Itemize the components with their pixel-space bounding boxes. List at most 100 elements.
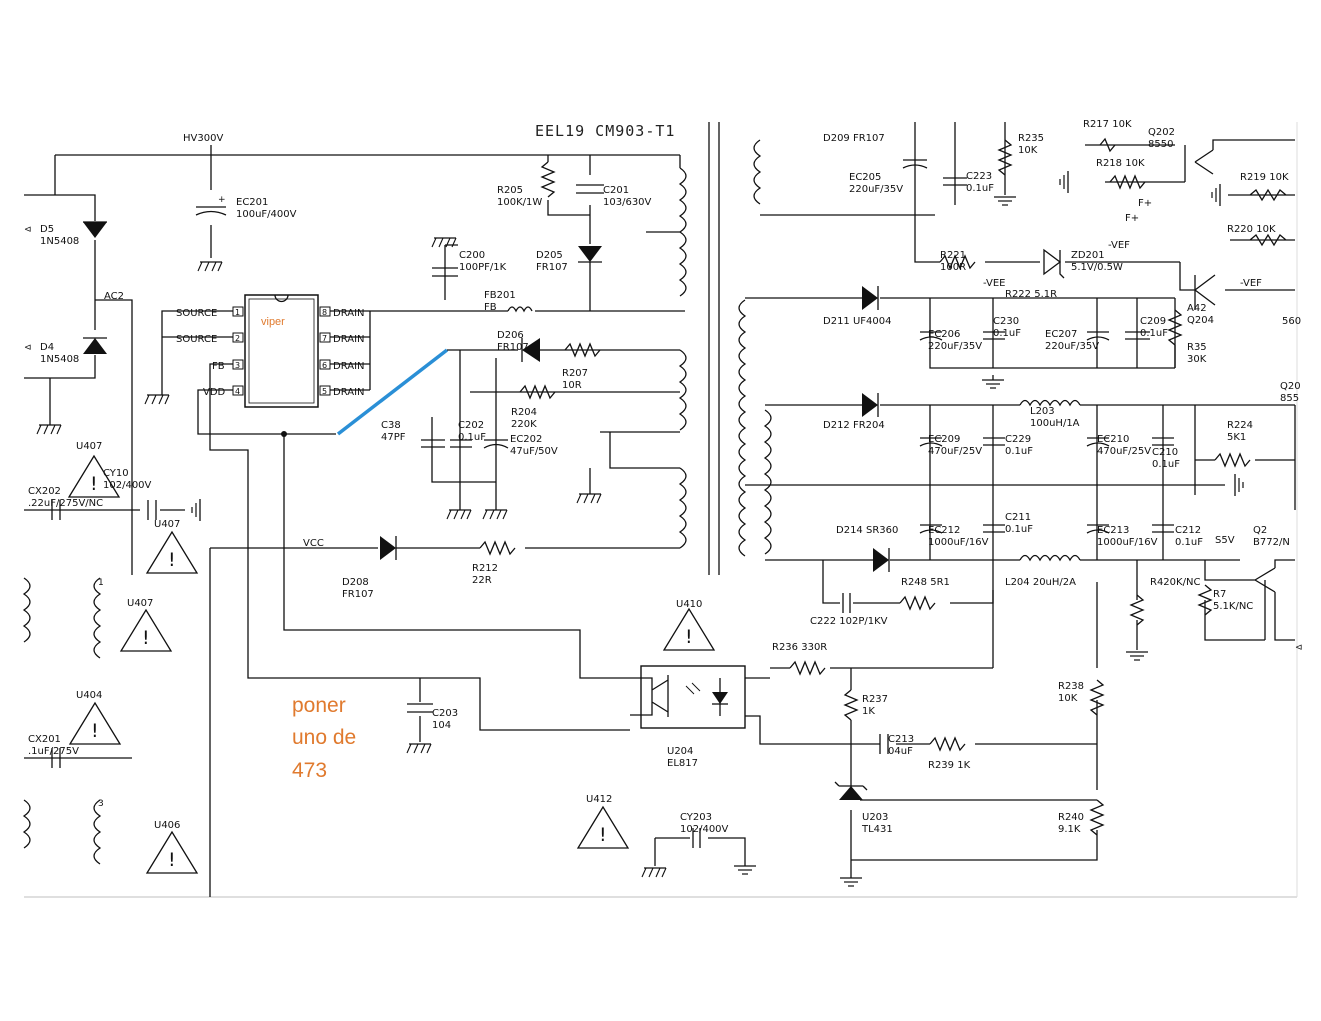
component-label-c203: C203 bbox=[432, 708, 458, 719]
component-label-ec205: 220uF/35V bbox=[849, 184, 903, 195]
component-label-r204: R204 bbox=[511, 407, 537, 418]
component-label-d206: FR107 bbox=[497, 342, 529, 353]
svg-text:VDD: VDD bbox=[203, 387, 226, 398]
warning-triangle-icon: ! bbox=[146, 531, 198, 574]
component-label-c202: 0.1uF bbox=[458, 432, 486, 443]
component-label-d208: D208 bbox=[342, 577, 369, 588]
svg-text:3: 3 bbox=[235, 361, 240, 370]
net-label-vef: -VEF bbox=[1240, 278, 1262, 289]
component-label-fb201: FB bbox=[484, 302, 497, 313]
component-label-cx201: .1uF/275V bbox=[28, 746, 79, 757]
component-label-zd201: 5.1V/0.5W bbox=[1071, 262, 1123, 273]
component-label-u410: U410 bbox=[676, 599, 702, 610]
svg-text:!: ! bbox=[599, 824, 607, 846]
svg-text:3: 3 bbox=[98, 799, 104, 809]
svg-text:DRAIN: DRAIN bbox=[333, 308, 365, 319]
component-label-r7: R7 bbox=[1213, 589, 1226, 600]
component-label-l203: 100uH/1A bbox=[1030, 418, 1080, 429]
component-label-cy10: CY10 bbox=[103, 468, 129, 479]
component-label-r219: R219 10K bbox=[1240, 172, 1289, 183]
component-label-ec207: EC207 bbox=[1045, 329, 1077, 340]
svg-text:2: 2 bbox=[235, 334, 240, 343]
svg-text:DRAIN: DRAIN bbox=[333, 334, 365, 345]
component-label-u203: TL431 bbox=[861, 824, 893, 835]
component-label-u406: U406 bbox=[154, 820, 180, 831]
component-label-c38: C38 bbox=[381, 420, 401, 431]
svg-text:⊲: ⊲ bbox=[24, 225, 32, 235]
net-label-s5v: S5V bbox=[1215, 535, 1235, 546]
svg-text:SOURCE: SOURCE bbox=[176, 334, 217, 345]
svg-text:!: ! bbox=[91, 720, 99, 742]
component-label-c229: C229 bbox=[1005, 434, 1031, 445]
svg-text:DRAIN: DRAIN bbox=[333, 387, 365, 398]
component-label-r7: 5.1K/NC bbox=[1213, 601, 1253, 612]
component-label-c201: 103/630V bbox=[603, 197, 652, 208]
svg-text:5: 5 bbox=[322, 387, 327, 396]
net-label-fplus: F+ bbox=[1125, 213, 1139, 224]
net-label-vcc: VCC bbox=[303, 538, 324, 549]
component-label-u412: U412 bbox=[586, 794, 612, 805]
component-label-cx202: CX202 bbox=[28, 486, 61, 497]
svg-text:8: 8 bbox=[322, 308, 327, 317]
component-label-q20: Q20 bbox=[1280, 381, 1301, 392]
component-label-ec201: EC201 bbox=[236, 197, 268, 208]
component-labels: EC201100uF/400VD51N5408D41N5408R205100K/… bbox=[28, 119, 1301, 835]
svg-text:⊲: ⊲ bbox=[24, 343, 32, 353]
component-label-r239: R239 1K bbox=[928, 760, 971, 771]
svg-text:6: 6 bbox=[322, 361, 327, 370]
component-label-c209: C209 bbox=[1140, 316, 1166, 327]
repair-annotation: poner uno de 473 bbox=[292, 694, 356, 782]
added-wire bbox=[336, 348, 449, 436]
component-label-c223: 0.1uF bbox=[966, 183, 994, 194]
component-label-u203: U203 bbox=[862, 812, 888, 823]
component-label-c210: 0.1uF bbox=[1152, 459, 1180, 470]
component-label-r205: 100K/1W bbox=[497, 197, 542, 208]
ic-label: viper bbox=[261, 316, 285, 328]
component-label-c223: C223 bbox=[966, 171, 992, 182]
component-label-ec202: EC202 bbox=[510, 434, 542, 445]
component-label-zd201: ZD201 bbox=[1071, 250, 1105, 261]
component-label-a42: A42 bbox=[1187, 303, 1207, 314]
component-label-u407a: U407 bbox=[76, 441, 102, 452]
component-label-r207: 10R bbox=[562, 380, 582, 391]
component-label-r238: R238 bbox=[1058, 681, 1084, 692]
net-label-vef: -VEF bbox=[1108, 240, 1130, 251]
optocoupler-body bbox=[640, 665, 746, 729]
svg-text:SOURCE: SOURCE bbox=[176, 308, 217, 319]
component-label-r248: R248 5R1 bbox=[901, 577, 950, 588]
component-label-c209: 0.1uF bbox=[1140, 328, 1168, 339]
component-label-r237: 1K bbox=[862, 706, 875, 717]
component-label-ec213: 1000uF/16V bbox=[1097, 537, 1158, 548]
component-label-ec210: 470uF/25V bbox=[1097, 446, 1151, 457]
warning-triangle-icon: ! bbox=[69, 702, 121, 745]
component-label-r35: 30K bbox=[1187, 354, 1207, 365]
component-label-r235: 10K bbox=[1018, 145, 1038, 156]
component-label-l203: L203 bbox=[1030, 406, 1055, 417]
component-label-r237: R237 bbox=[862, 694, 888, 705]
component-label-ec209: 470uF/25V bbox=[928, 446, 982, 457]
net-label-hv300v: HV300V bbox=[183, 133, 223, 144]
component-label-c222: C222 102P/1KV bbox=[810, 616, 888, 627]
component-label-r222: R222 5.1R bbox=[1005, 289, 1057, 300]
component-label-c213: C213 bbox=[888, 734, 914, 745]
component-label-q2: Q2 bbox=[1253, 525, 1267, 536]
svg-text:poner: poner bbox=[292, 694, 346, 717]
svg-text:473: 473 bbox=[292, 759, 327, 782]
component-label-q2: B772/N bbox=[1253, 537, 1290, 548]
component-label-r217: R217 10K bbox=[1083, 119, 1132, 130]
component-label-d209: D209 FR107 bbox=[823, 133, 885, 144]
component-label-r224: 5K1 bbox=[1227, 432, 1246, 443]
component-label-ec209: EC209 bbox=[928, 434, 960, 445]
component-label-ec206: 220uF/35V bbox=[928, 341, 982, 352]
warning-triangle-icon: ! bbox=[120, 609, 172, 652]
component-label-u404: U404 bbox=[76, 690, 102, 701]
component-label-q202: Q202 bbox=[1148, 127, 1175, 138]
component-label-r212: R212 bbox=[472, 563, 498, 574]
svg-text:DRAIN: DRAIN bbox=[333, 361, 365, 372]
component-label-q20: 855 bbox=[1280, 393, 1299, 404]
net-label-fplus: F+ bbox=[1138, 198, 1152, 209]
component-label-c213: 04uF bbox=[888, 746, 913, 757]
svg-text:1: 1 bbox=[98, 578, 104, 588]
